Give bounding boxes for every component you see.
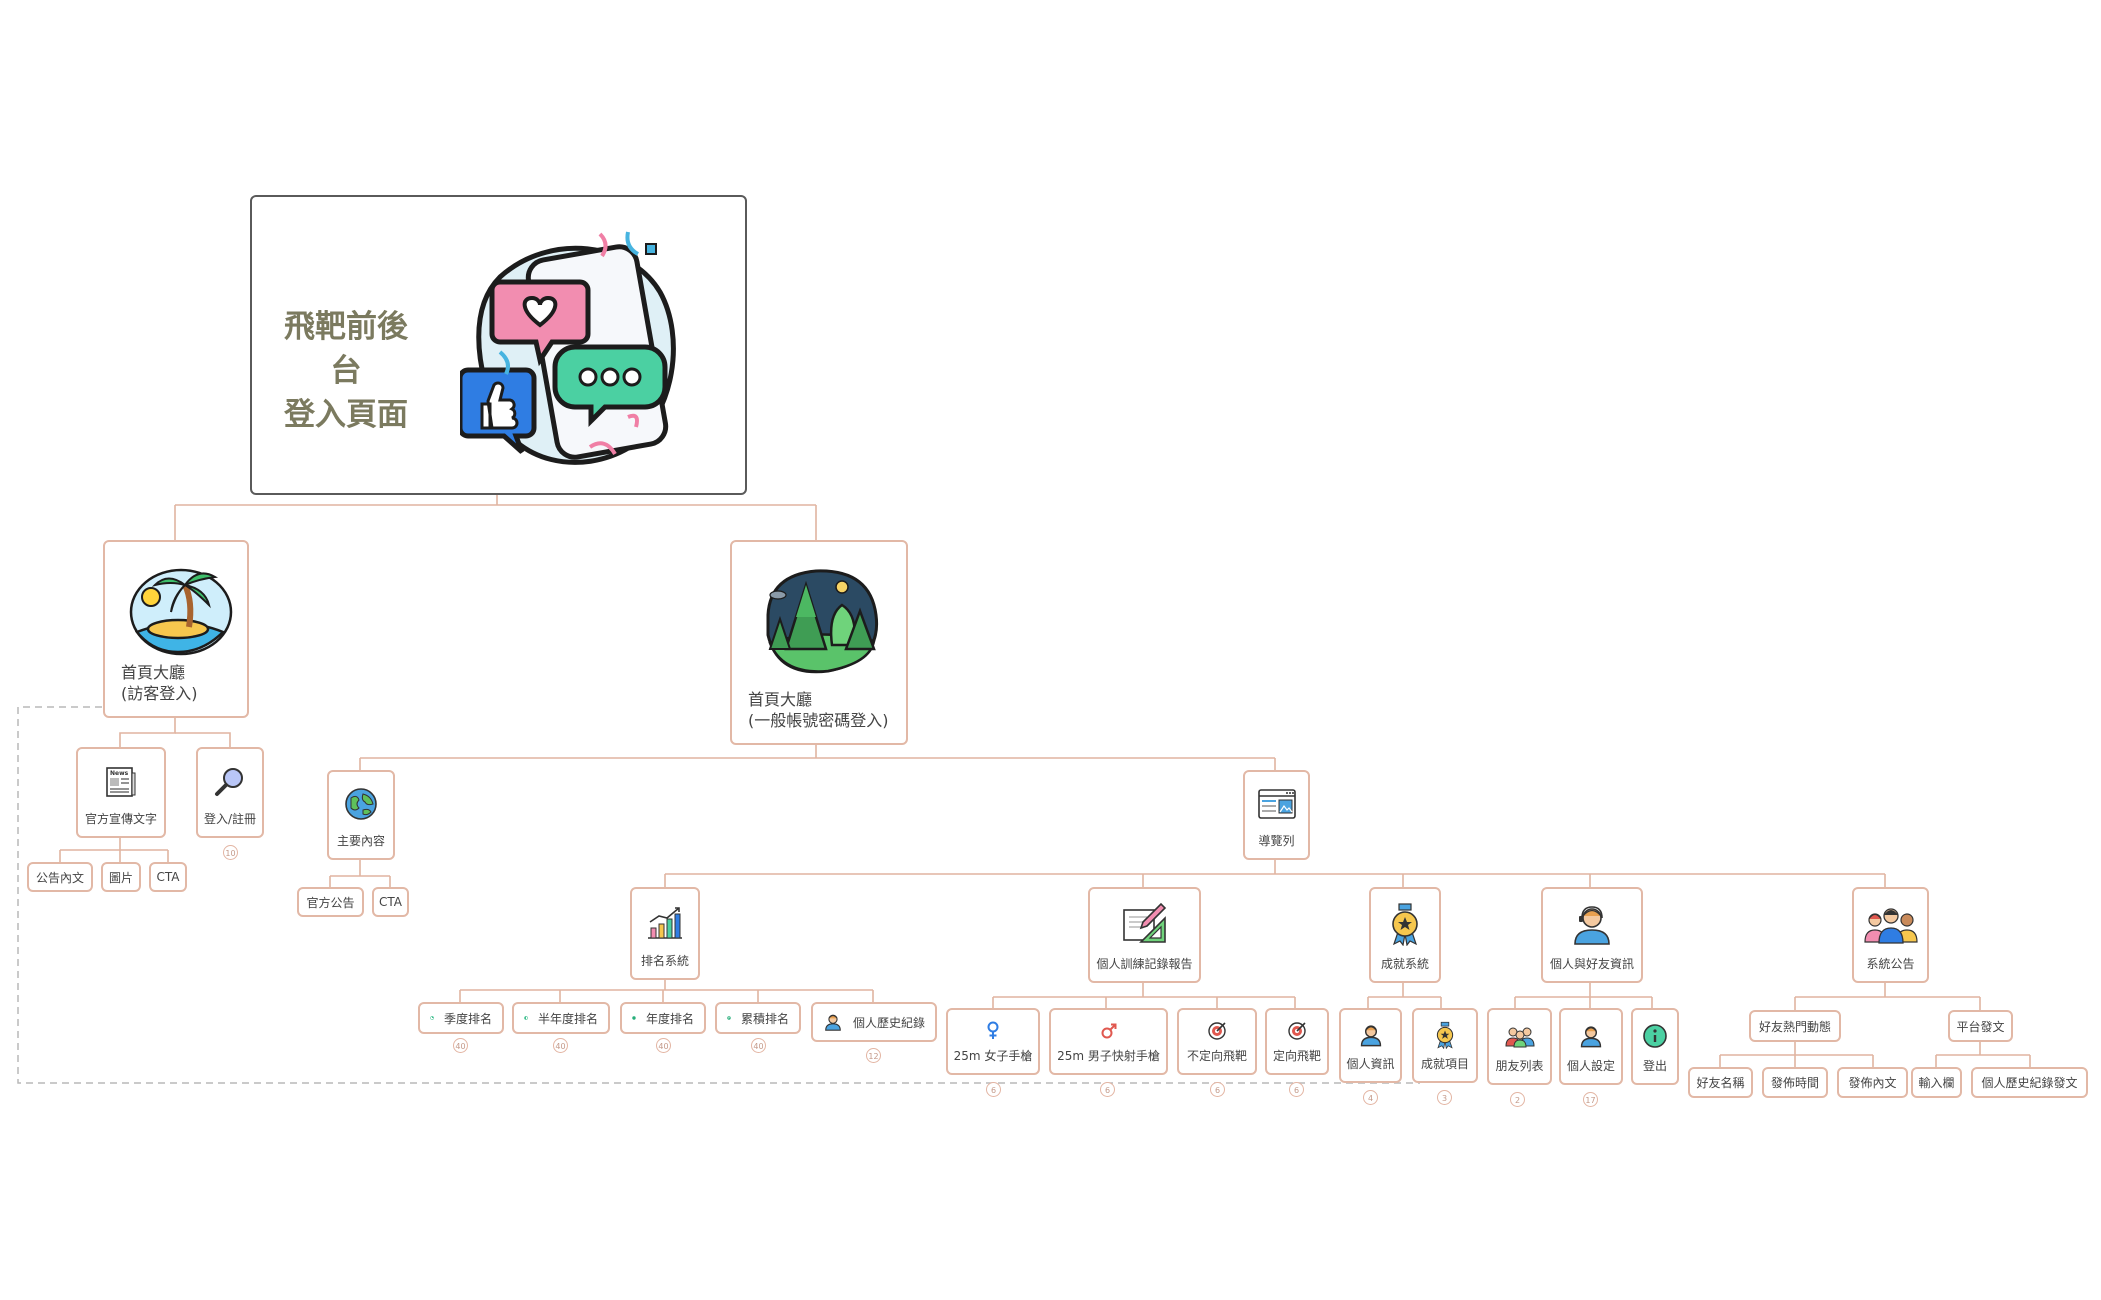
count-badge: 4 [1363,1090,1378,1105]
group-icon [1504,1027,1535,1047]
logout-node[interactable]: 登出 [1631,1008,1679,1085]
count-badge: 2 [1510,1092,1525,1107]
guest-lobby-label: 首頁大廳(訪客登入) [121,663,198,703]
quarterly-ranking-node[interactable]: 季度排名 [418,1002,504,1034]
count-badge: 40 [656,1038,671,1053]
friend-name-node[interactable]: 好友名稱 [1688,1067,1753,1098]
medal-icon [1436,1021,1454,1049]
member-lobby-label: 首頁大廳(一般帳號密碼登入) [748,690,889,730]
official-promo-text-node[interactable]: News 官方宣傳文字 [76,747,166,838]
personal-settings-node[interactable]: 個人設定 [1559,1008,1623,1085]
personal-info-node[interactable]: 個人資訊 [1339,1008,1402,1083]
main-cta-node[interactable]: CTA [372,887,409,917]
target-icon [1208,1021,1226,1040]
image-node[interactable]: 圖片 [101,862,141,892]
personal-history-node[interactable]: 個人歷史紀錄 [811,1002,937,1042]
login-register-node[interactable]: 登入/註冊 [196,747,264,838]
main-content-node[interactable]: 主要內容 [327,770,395,860]
ranking-system-node[interactable]: 排名系統 [630,887,700,980]
official-announcement-node[interactable]: 官方公告 [297,887,364,917]
count-badge: 3 [1437,1090,1452,1105]
personal-friends-info-node[interactable]: 個人與好友資訊 [1541,887,1643,983]
count-badge: 10 [223,845,238,860]
flag-circle-icon [727,1016,731,1020]
guest-lobby-node[interactable]: 首頁大廳(訪客登入) [103,540,249,718]
root-topic-card[interactable]: 飛靶前後台 登入頁面 [250,195,747,495]
target-icon [1288,1021,1306,1040]
achievement-items-node[interactable]: 成就項目 [1412,1008,1478,1083]
svg-text:News: News [110,770,129,777]
newspaper-icon: News [106,766,136,797]
achievement-system-node[interactable]: 成就系統 [1369,887,1441,983]
person-icon [825,1014,841,1031]
count-badge: 6 [1210,1082,1225,1097]
input-field-node[interactable]: 輸入欄 [1911,1067,1962,1098]
drafting-tools-icon [1122,902,1166,943]
personal-post-history-node[interactable]: 個人歷史紀錄發文 [1971,1067,2088,1098]
full-circle-icon [632,1016,636,1020]
platform-post-node[interactable]: 平台發文 [1948,1010,2013,1042]
friend-list-node[interactable]: 朋友列表 [1487,1008,1552,1085]
count-badge: 17 [1583,1092,1598,1107]
root-title: 飛靶前後台 登入頁面 [284,309,408,433]
nav-bar-node[interactable]: 導覽列 [1243,770,1310,860]
trap-shooting-node[interactable]: 不定向飛靶 [1177,1008,1257,1075]
count-badge: 40 [553,1038,568,1053]
mens-rapid-fire-pistol-node[interactable]: 25m 男子快射手槍 [1049,1008,1168,1075]
member-lobby-node[interactable]: 首頁大廳(一般帳號密碼登入) [730,540,908,745]
magnifier-icon [215,767,243,796]
headset-person-icon [1574,906,1610,945]
announcement-text-node[interactable]: 公告內文 [27,862,93,892]
person-icon [1580,1025,1602,1047]
skeet-shooting-node[interactable]: 定向飛靶 [1265,1008,1329,1075]
half-pie-icon [524,1016,528,1020]
count-badge: 6 [986,1082,1001,1097]
info-icon [1643,1023,1667,1048]
people-icon [1863,908,1918,944]
count-badge: 40 [751,1038,766,1053]
male-icon [1101,1023,1116,1038]
guest-cta-node[interactable]: CTA [149,862,187,892]
count-badge: 6 [1100,1082,1115,1097]
system-announcement-node[interactable]: 系統公告 [1852,887,1929,983]
browser-window-icon [1257,789,1296,819]
female-icon [987,1021,999,1039]
count-badge: 12 [866,1048,881,1063]
globe-icon [345,788,377,820]
bar-chart-icon [648,906,682,939]
count-badge: 40 [453,1038,468,1053]
count-badge: 6 [1289,1082,1304,1097]
half-year-ranking-node[interactable]: 半年度排名 [512,1002,610,1034]
friend-trending-node[interactable]: 好友熱門動態 [1749,1010,1841,1042]
person-icon [1360,1024,1381,1046]
post-content-node[interactable]: 發佈內文 [1837,1067,1908,1098]
cumulative-ranking-node[interactable]: 累積排名 [715,1002,801,1034]
quarter-pie-icon [430,1016,434,1020]
forest-night-icon [766,568,879,673]
medal-icon [1392,903,1418,946]
post-time-node[interactable]: 發佈時間 [1762,1067,1828,1098]
annual-ranking-node[interactable]: 年度排名 [620,1002,706,1034]
tropical-island-icon [129,568,233,656]
social-phone-illustration-icon [460,231,676,465]
womens-pistol-node[interactable]: 25m 女子手槍 [946,1008,1040,1075]
training-report-node[interactable]: 個人訓練記錄報告 [1088,887,1201,983]
